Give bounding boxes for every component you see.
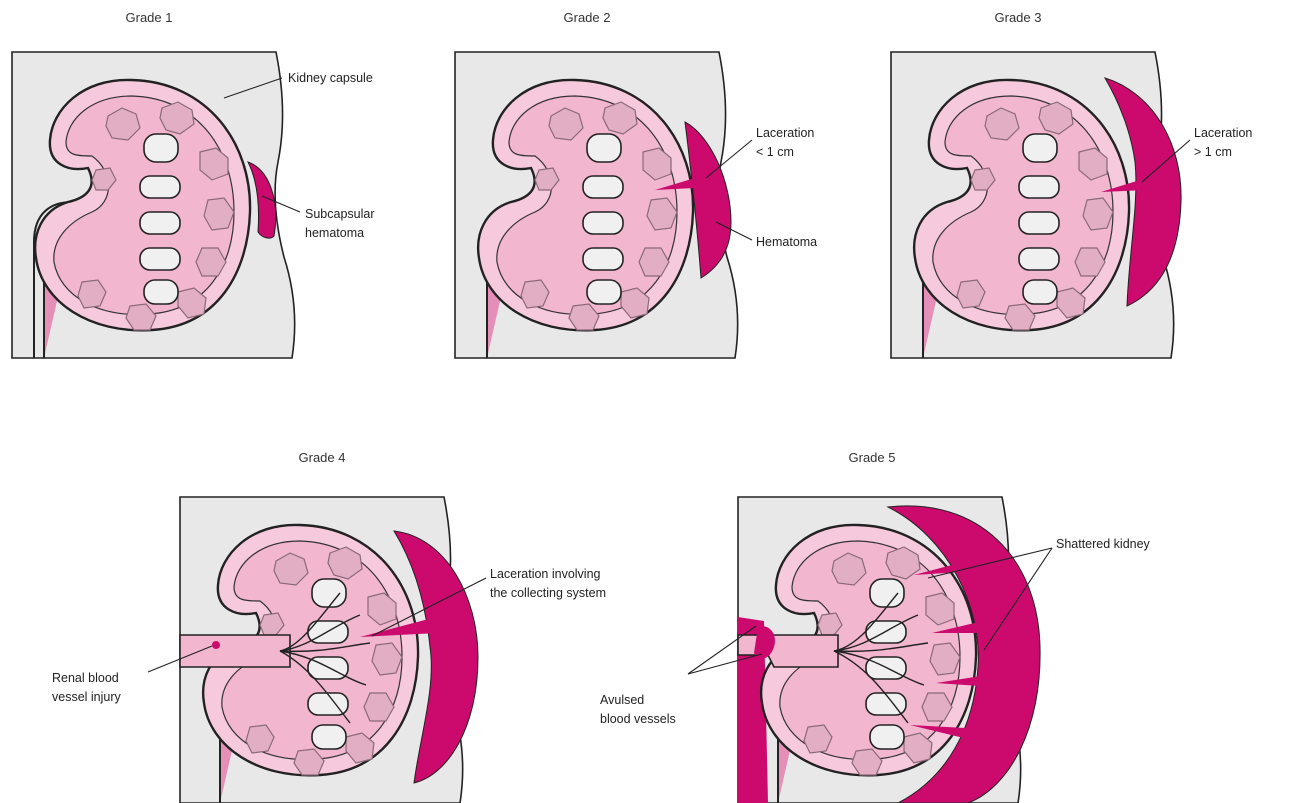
label-laceration-involving: Laceration involving: [490, 567, 601, 581]
grade-2-title: Grade 2: [564, 10, 611, 25]
grade-5-panel: Grade 5 Shat: [600, 450, 1151, 803]
grade-1-panel: Grade 1 Kidney capsule Subcapsular hemat…: [12, 10, 375, 358]
grade-4-title: Grade 4: [299, 450, 346, 465]
label-gt-1cm: > 1 cm: [1194, 145, 1232, 159]
grade-3-panel: Grade 3 Laceration > 1 cm: [891, 10, 1252, 358]
grade-2-panel: Grade 2 Laceration < 1 cm Hematoma: [455, 10, 817, 358]
label-kidney-capsule: Kidney capsule: [288, 71, 373, 85]
label-avulsed: Avulsed: [600, 693, 644, 707]
label-blood-vessels: blood vessels: [600, 712, 676, 726]
label-laceration-2: Laceration: [756, 126, 814, 140]
grade-5-title: Grade 5: [849, 450, 896, 465]
label-subcapsular: Subcapsular: [305, 207, 375, 221]
label-lt-1cm: < 1 cm: [756, 145, 794, 159]
label-laceration-3: Laceration: [1194, 126, 1252, 140]
grade-3-title: Grade 3: [995, 10, 1042, 25]
label-vessel-injury: vessel injury: [52, 690, 122, 704]
grade-4-panel: Grade 4 Laceration involving the collect…: [52, 450, 606, 803]
label-renal-blood: Renal blood: [52, 671, 119, 685]
label-hematoma-1: hematoma: [305, 226, 364, 240]
label-collecting-system: the collecting system: [490, 586, 606, 600]
label-hematoma-2: Hematoma: [756, 235, 817, 249]
grade-1-title: Grade 1: [126, 10, 173, 25]
label-shattered-kidney: Shattered kidney: [1056, 537, 1151, 551]
